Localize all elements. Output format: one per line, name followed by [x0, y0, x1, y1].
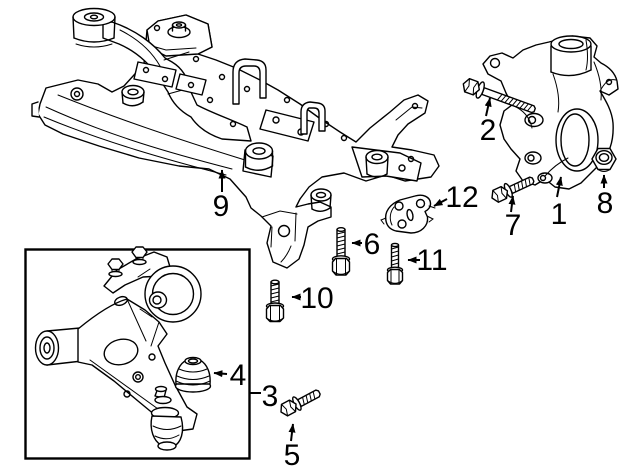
callout-7: 7	[505, 195, 522, 242]
callout-3-label: 3	[262, 380, 279, 413]
subframe-crossmember	[31, 7, 440, 269]
callout-4-arrow	[213, 370, 228, 378]
callout-1: 1	[551, 176, 568, 231]
callout-7-arrow	[508, 195, 516, 213]
steering-knuckle	[482, 35, 619, 190]
subframe-hook-rod-right	[300, 101, 326, 135]
nut-8	[591, 147, 617, 172]
callout-5-arrow	[288, 423, 296, 442]
callout-3: 3	[250, 380, 278, 413]
callout-7-label: 7	[505, 209, 522, 242]
bolt-2	[462, 77, 536, 114]
callout-6: 6	[351, 228, 381, 261]
bracket-12	[380, 194, 436, 234]
callout-9: 9	[213, 169, 230, 223]
callout-2-arrow	[484, 97, 492, 117]
callout-5: 5	[284, 423, 301, 471]
callout-4: 4	[213, 359, 247, 392]
bolt-6	[331, 226, 351, 276]
callout-1-arrow	[555, 176, 563, 198]
bolt-5	[280, 389, 321, 417]
ball-joint-boot	[174, 356, 212, 393]
callout-12: 12	[433, 181, 479, 214]
callout-10: 10	[291, 282, 334, 315]
callout-8: 8	[597, 174, 614, 220]
subframe-hook-rod-left	[232, 58, 267, 105]
callout-11: 11	[407, 244, 448, 277]
bolt-10	[265, 279, 285, 323]
lower-control-arm	[34, 246, 202, 451]
callout-4-label: 4	[230, 359, 247, 392]
callout-12-label: 12	[445, 181, 478, 214]
callout-11-label: 11	[416, 244, 447, 277]
bolt-7	[491, 176, 535, 203]
callout-5-label: 5	[284, 439, 301, 471]
callout-2: 2	[480, 97, 497, 147]
callout-8-label: 8	[597, 187, 614, 220]
callout-1-label: 1	[551, 198, 568, 231]
callout-6-label: 6	[364, 228, 381, 261]
callout-12-arrow	[433, 198, 448, 207]
callout-2-label: 2	[480, 114, 497, 147]
bolt-11	[386, 242, 404, 285]
callout-9-label: 9	[213, 190, 230, 223]
callout-10-label: 10	[300, 282, 333, 315]
